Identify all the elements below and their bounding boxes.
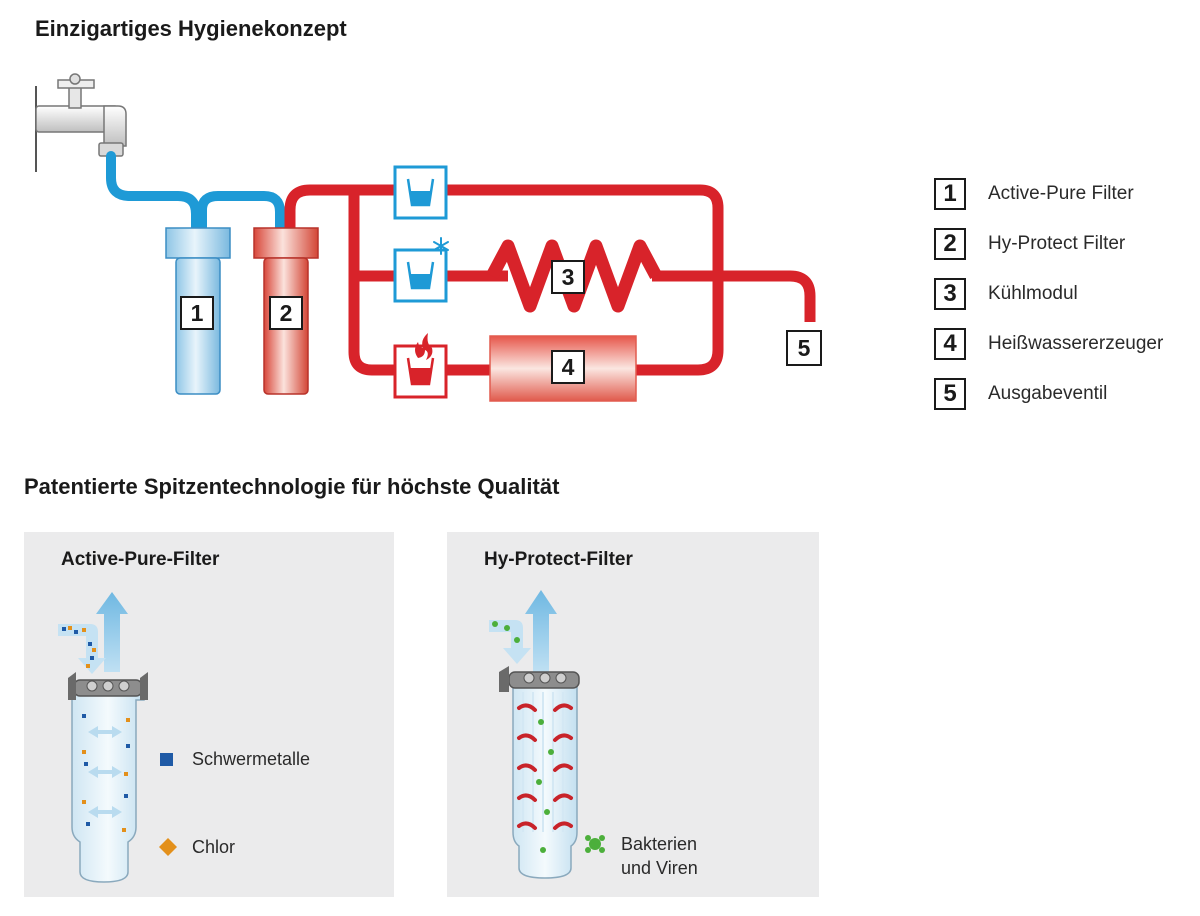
legend-label: Active-Pure Filter <box>988 183 1134 204</box>
label-3: 3 <box>551 260 585 294</box>
legend-label: Ausgabeventil <box>988 383 1108 404</box>
legend-item-kuehlmodul: 3 Kühlmodul <box>934 276 1163 312</box>
hy-protect-panel: Hy-Protect-Filter Bakterien und V <box>447 532 819 897</box>
label-5: 5 <box>786 330 822 366</box>
still-water-glass-icon <box>393 165 448 220</box>
heavy-metals-square-icon <box>160 753 173 766</box>
legend-number: 4 <box>934 328 966 360</box>
water-tap-icon <box>35 73 127 157</box>
key-label-line-2: und Viren <box>621 858 698 878</box>
cold-water-pipe <box>106 151 285 237</box>
key-label-schwermetalle: Schwermetalle <box>192 749 311 769</box>
svg-text:2: 2 <box>280 300 293 326</box>
legend-number: 1 <box>934 178 966 210</box>
legend-label: Heißwassererzeuger <box>988 333 1164 354</box>
inflow-arrow-icon <box>489 620 531 664</box>
inflow-arrow-icon <box>58 624 106 674</box>
label-1: 1 <box>180 296 214 330</box>
diagram-title: Einzigartiges Hygienekonzept <box>35 16 347 41</box>
legend-number: 3 <box>934 278 966 310</box>
legend-label: Hy-Protect Filter <box>988 233 1126 254</box>
panel-title: Active-Pure-Filter <box>61 549 220 570</box>
filter-cartridge <box>512 679 578 879</box>
legend: 1 Active-Pure Filter 2 Hy-Protect Filter… <box>934 176 1163 426</box>
legend-number: 2 <box>934 228 966 260</box>
flame-icon <box>415 333 433 360</box>
key-label-line-1: Bakterien <box>621 834 698 854</box>
legend-item-active-pure: 1 Active-Pure Filter <box>934 176 1163 212</box>
legend-number: 5 <box>934 378 966 410</box>
svg-text:4: 4 <box>562 354 575 380</box>
active-pure-panel: Active-Pure-Filter Schwermet <box>24 532 394 897</box>
active-pure-filter-illustration <box>58 592 177 883</box>
svg-text:1: 1 <box>191 300 204 326</box>
legend-item-ausgabeventil: 5 Ausgabeventil <box>934 376 1163 412</box>
bacteria-icon <box>585 835 605 853</box>
key-label-bakterien: Bakterien und Viren <box>621 832 698 880</box>
hot-water-pipe <box>284 184 816 376</box>
label-4: 4 <box>551 350 585 384</box>
hy-protect-filter-illustration <box>489 590 605 879</box>
chlorine-diamond-icon <box>159 838 177 856</box>
outflow-arrow-icon <box>525 590 557 672</box>
cooling-coil <box>486 239 662 313</box>
panel-title: Hy-Protect-Filter <box>484 549 633 570</box>
svg-text:5: 5 <box>798 335 811 361</box>
outflow-arrow-icon <box>96 592 128 672</box>
legend-label: Kühlmodul <box>988 283 1078 304</box>
svg-text:3: 3 <box>562 264 575 290</box>
section-title: Patentierte Spitzentechnologie für höchs… <box>24 474 560 499</box>
chilled-water-glass-icon <box>393 248 448 303</box>
legend-item-hy-protect: 2 Hy-Protect Filter <box>934 226 1163 262</box>
legend-item-heisswasser: 4 Heißwassererzeuger <box>934 326 1163 362</box>
key-label-chlor: Chlor <box>192 837 236 857</box>
label-2: 2 <box>269 296 303 330</box>
snowflake-icon <box>433 237 449 255</box>
filter-cartridge <box>71 686 145 883</box>
